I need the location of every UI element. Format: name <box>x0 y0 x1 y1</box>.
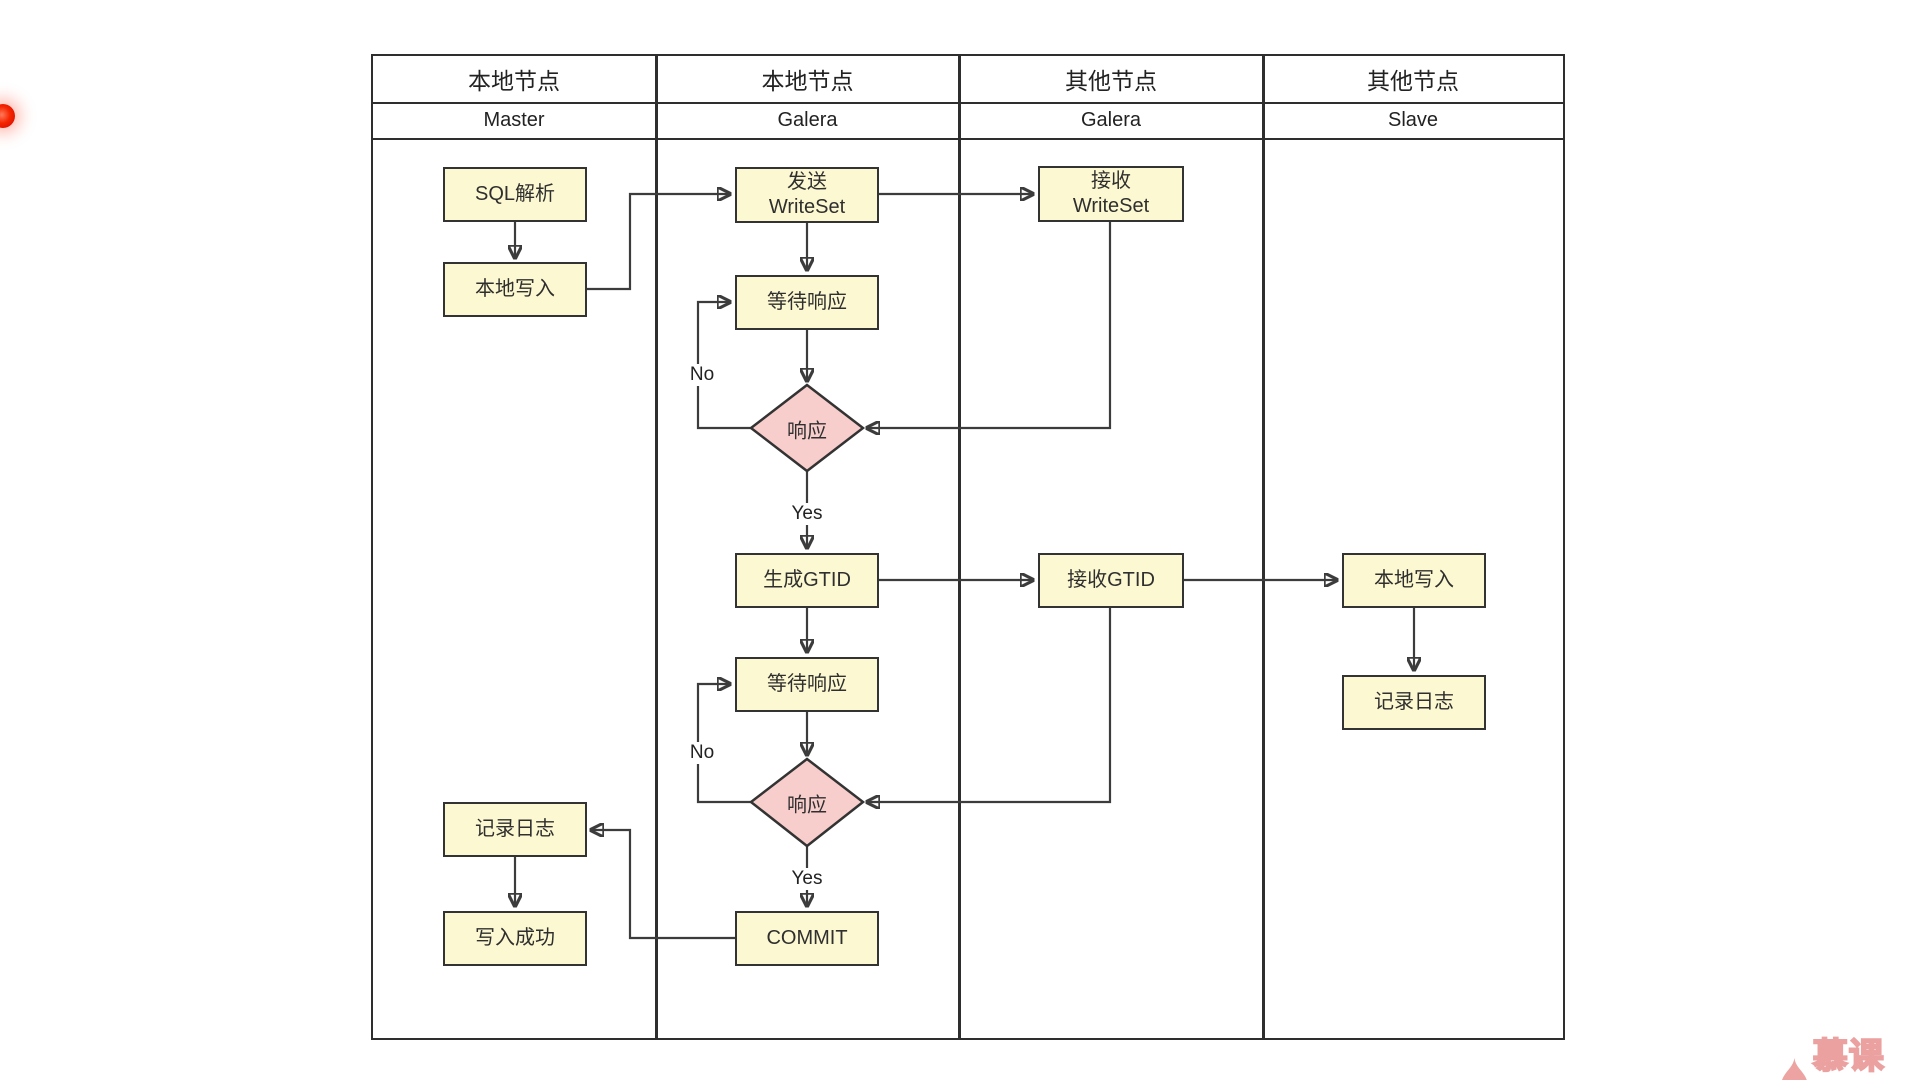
node-label: 等待响应 <box>767 291 847 313</box>
node-sql-parse: SQL解析 <box>443 167 587 222</box>
edge-label-yes-1: Yes <box>788 503 826 525</box>
node-label: 发送 WriteSet <box>768 171 846 218</box>
lane-2-title: 本地节点 <box>761 67 854 94</box>
lane-4-title: 其他节点 <box>1367 67 1459 94</box>
node-receive-gtid: 接收GTID <box>1038 553 1184 608</box>
node-wait-response-2: 等待响应 <box>735 657 879 712</box>
node-label: 记录日志 <box>475 818 555 840</box>
watermark: 慕课网 <box>1779 1028 1920 1080</box>
lane-3-subtitle: Galera <box>1080 109 1142 131</box>
lane-1-subtitle: Master <box>483 109 545 131</box>
decision-response-1-label: 响应 <box>787 420 827 443</box>
edge-label-no-1: No <box>686 364 718 386</box>
node-label: 记录日志 <box>1374 691 1454 713</box>
node-send-writeset: 发送 WriteSet <box>735 167 879 223</box>
header-row-divider <box>373 137 1563 140</box>
swimlane-table: 本地节点 本地节点 其他节点 其他节点 Master Galera Galera… <box>371 54 1565 1040</box>
node-log-slave: 记录日志 <box>1342 675 1486 730</box>
recording-indicator-dot <box>0 104 15 128</box>
watermark-text: 慕课网 <box>1812 1036 1885 1077</box>
node-label: 接收 WriteSet <box>1072 170 1150 217</box>
lane-1-title: 本地节点 <box>468 67 560 94</box>
node-wait-response-1: 等待响应 <box>735 275 879 330</box>
decision-response-2-label: 响应 <box>787 794 827 817</box>
lane-divider <box>958 56 961 1038</box>
decision-response-2 <box>748 757 866 848</box>
node-log-master: 记录日志 <box>443 802 587 857</box>
edge-receive-gtid-to-response-2 <box>867 608 1112 802</box>
node-commit: COMMIT <box>735 911 879 966</box>
node-label: 等待响应 <box>767 673 847 695</box>
lane-divider <box>1262 56 1265 1038</box>
lane-3-title: 其他节点 <box>1065 67 1157 94</box>
node-label: 生成GTID <box>763 569 851 591</box>
node-label: 写入成功 <box>475 927 555 949</box>
edge-label-yes-2: Yes <box>788 868 826 890</box>
edge-local-write-to-send-writeset <box>586 194 730 291</box>
header-row-divider <box>373 101 1563 104</box>
flame-icon <box>1781 1057 1807 1080</box>
decision-response-1 <box>748 383 866 473</box>
node-local-write-master: 本地写入 <box>443 262 587 317</box>
node-label: 本地写入 <box>475 278 555 300</box>
node-label: 接收GTID <box>1067 569 1155 591</box>
lane-2-subtitle: Galera <box>777 109 838 131</box>
node-local-write-slave: 本地写入 <box>1342 553 1486 608</box>
edge-label-no-2: No <box>686 742 718 764</box>
lane-divider <box>655 56 658 1038</box>
node-write-success: 写入成功 <box>443 911 587 966</box>
node-label: COMMIT <box>766 927 848 949</box>
node-label: SQL解析 <box>474 183 556 205</box>
node-generate-gtid: 生成GTID <box>735 553 879 608</box>
edge-receive-writeset-to-response-1 <box>867 222 1112 428</box>
edge-commit-to-log-master <box>591 830 735 940</box>
node-label: 本地写入 <box>1374 569 1454 591</box>
node-receive-writeset: 接收 WriteSet <box>1038 166 1184 222</box>
lane-4-subtitle: Slave <box>1387 109 1439 131</box>
